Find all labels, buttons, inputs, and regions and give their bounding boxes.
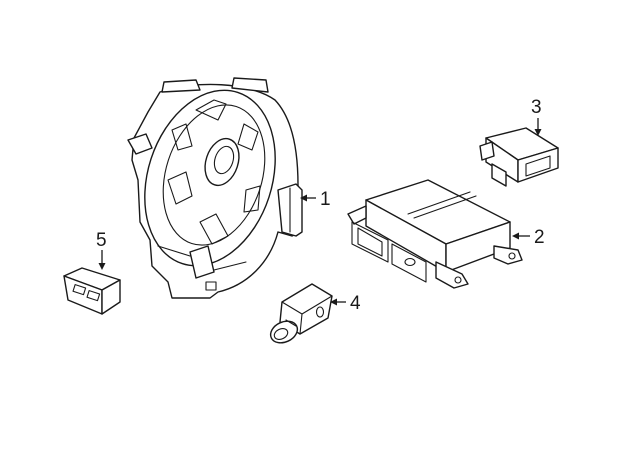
part-3-sensor bbox=[479, 127, 559, 187]
callout-2: 2 bbox=[534, 227, 545, 248]
leader-3 bbox=[534, 118, 542, 136]
leader-1 bbox=[300, 194, 316, 202]
part-2-control-module bbox=[347, 179, 523, 289]
leader-2 bbox=[512, 232, 530, 240]
part-1-clock-spring bbox=[127, 77, 303, 299]
leader-4 bbox=[330, 298, 346, 306]
leader-5 bbox=[98, 250, 106, 270]
part-5-side-sensor bbox=[63, 267, 121, 315]
callout-5: 5 bbox=[96, 230, 107, 251]
part-4-impact-sensor bbox=[269, 283, 333, 344]
callout-3: 3 bbox=[531, 97, 542, 118]
callout-4: 4 bbox=[350, 293, 361, 314]
callout-1: 1 bbox=[320, 189, 331, 210]
